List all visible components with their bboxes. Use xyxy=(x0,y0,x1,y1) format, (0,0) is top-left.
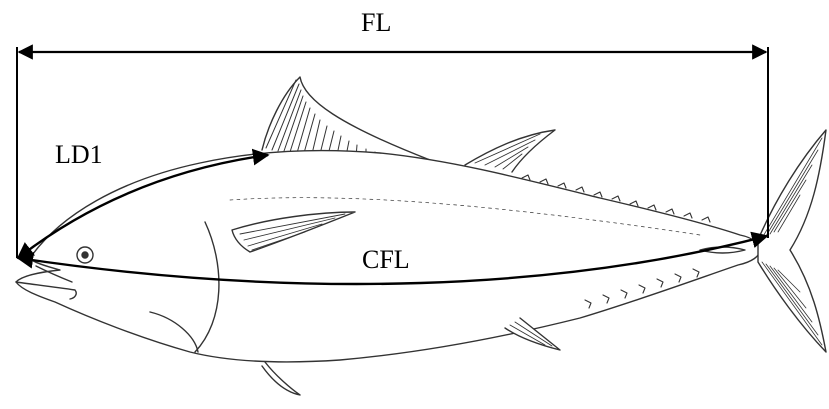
ventral-fin xyxy=(262,362,300,395)
tuna-illustration xyxy=(16,77,826,395)
cfl-label: CFL xyxy=(362,245,410,274)
ld1-label: LD1 xyxy=(55,140,103,169)
second-dorsal-fin xyxy=(465,130,555,172)
first-dorsal-fin xyxy=(262,77,430,160)
fl-label: FL xyxy=(361,8,391,37)
